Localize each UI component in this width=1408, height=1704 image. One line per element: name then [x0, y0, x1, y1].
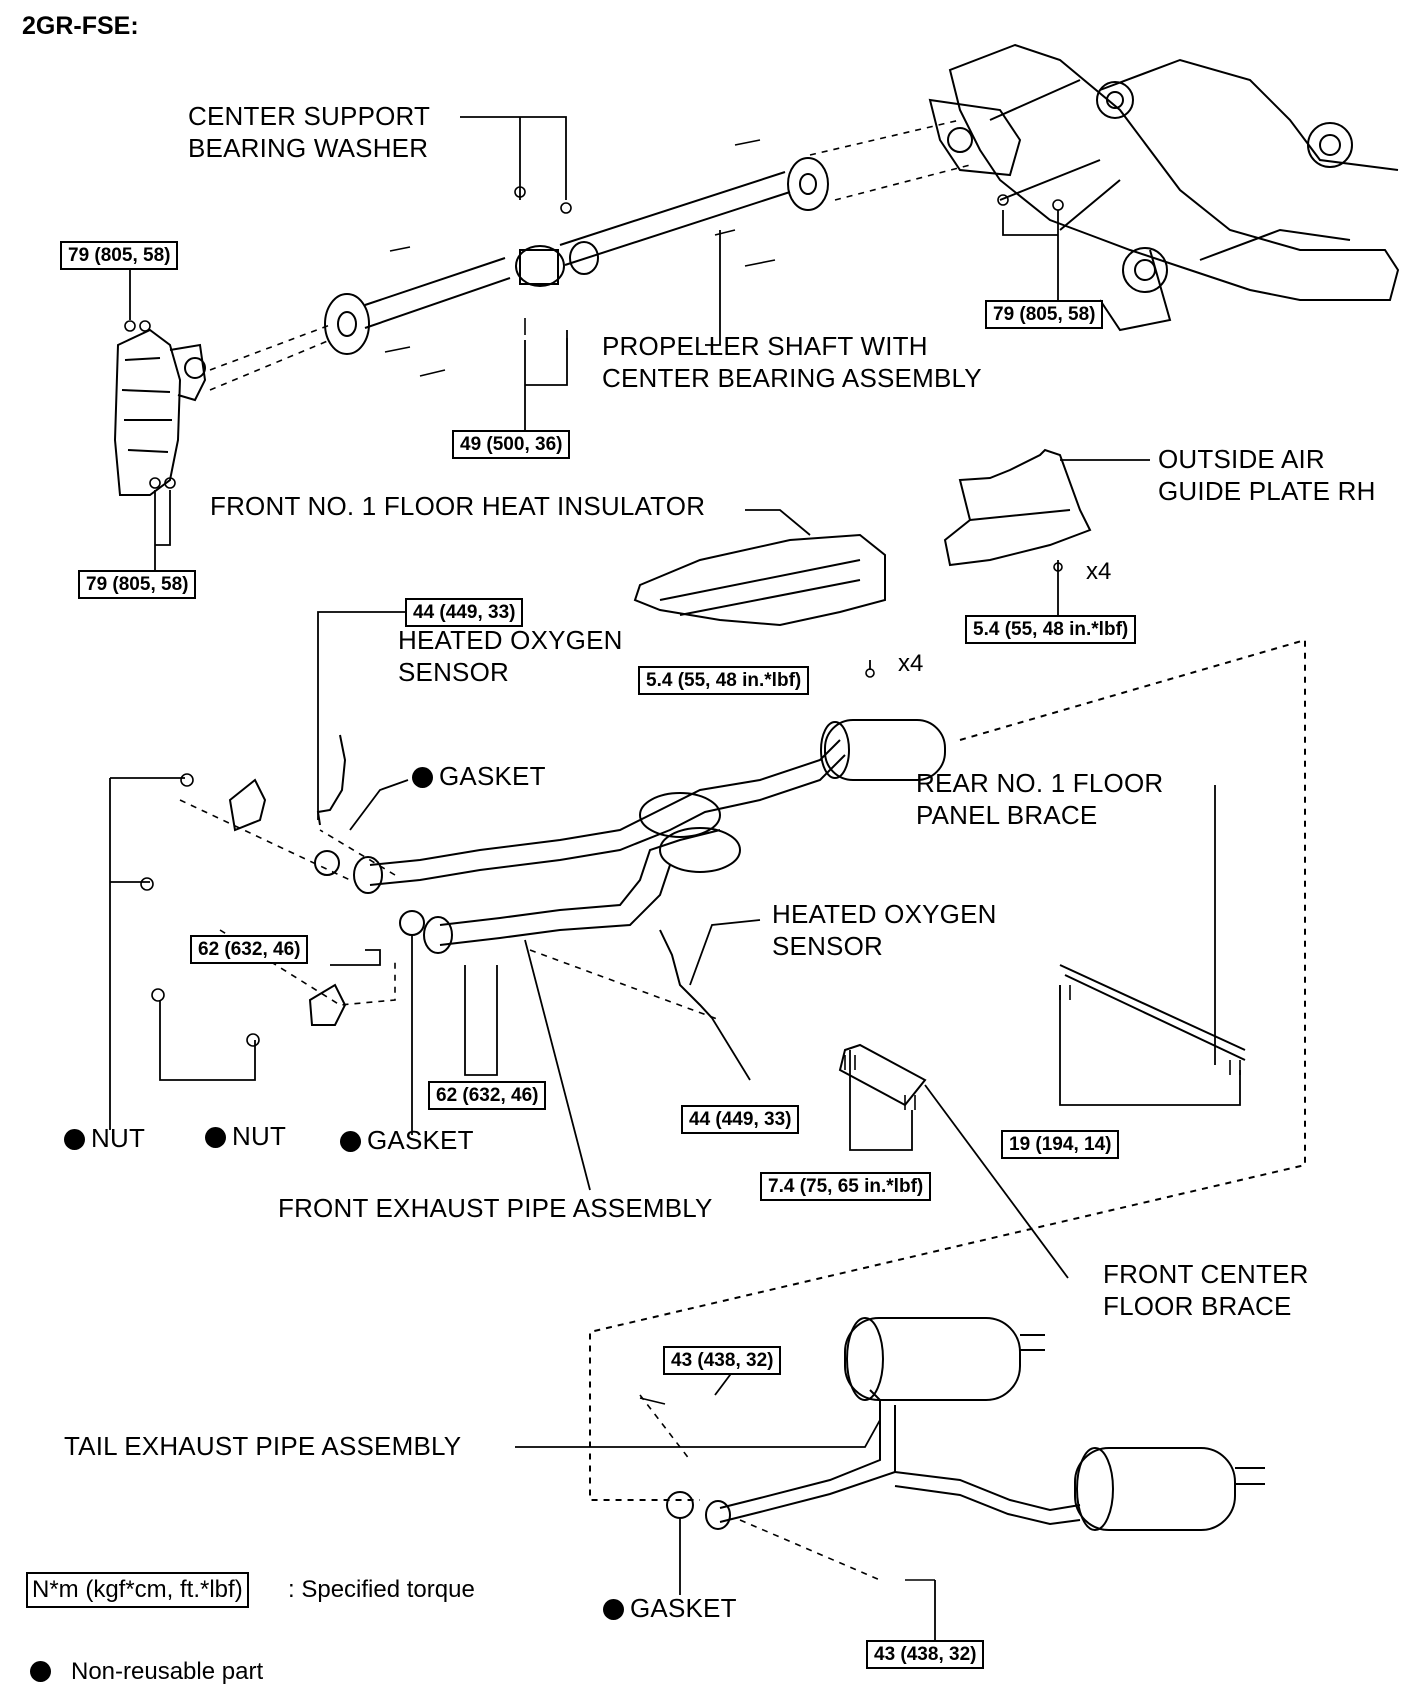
gasket-3-drawing — [666, 1491, 694, 1519]
torque-44-a: 44 (449, 33) — [405, 598, 524, 627]
nonreusable-dot-icon — [64, 1129, 85, 1150]
manifold-flange-2 — [308, 983, 347, 1026]
tail-exhaust-pipe-drawing — [705, 1317, 1265, 1531]
legend-torque-text: : Specified torque — [288, 1576, 475, 1603]
gasket-1-drawing — [314, 850, 340, 876]
outside-air-guide-plate-drawing — [943, 448, 1092, 567]
nonreusable-dot-icon — [412, 767, 433, 788]
nonreusable-dot-icon — [205, 1127, 226, 1148]
gasket-2-drawing — [399, 910, 425, 936]
label-nut-2: NUT — [205, 1120, 286, 1152]
fasteners — [124, 139, 1241, 1581]
rear-floor-panel-brace-drawing — [1059, 964, 1246, 1061]
front-exhaust-pipe-drawing — [353, 719, 946, 954]
torque-54-a: 5.4 (55, 48 in.*lbf) — [638, 666, 810, 695]
label-nut-1: NUT — [64, 1122, 145, 1154]
engine-code-title: 2GR-FSE: — [22, 12, 139, 40]
floor-heat-insulator-drawing — [633, 533, 886, 627]
torque-19: 19 (194, 14) — [1001, 1130, 1120, 1159]
legend-nonreusable: Non-reusable part — [30, 1656, 263, 1688]
label-gasket-2: GASKET — [340, 1124, 474, 1156]
manifold-flange-1 — [228, 778, 267, 832]
front-center-floor-brace-drawing — [838, 1043, 927, 1107]
leader-lines — [109, 116, 1241, 1640]
torque-62-a: 62 (632, 46) — [190, 935, 309, 964]
torque-43-b: 43 (438, 32) — [866, 1640, 985, 1669]
exhaust-boundary-dashed — [589, 638, 1306, 1501]
torque-43-a: 43 (438, 32) — [663, 1346, 782, 1375]
label-gasket-3: GASKET — [603, 1592, 737, 1624]
rear-differential-subframe — [928, 43, 1400, 332]
alignment-lines — [179, 119, 971, 1581]
nonreusable-dot-icon — [603, 1599, 624, 1620]
torque-74: 7.4 (75, 65 in.*lbf) — [760, 1172, 932, 1201]
multiplier-insulator: x4 — [898, 650, 924, 677]
torque-79-b: 79 (805, 58) — [985, 300, 1104, 329]
transmission-housing — [113, 328, 207, 496]
nonreusable-dot-icon — [340, 1131, 361, 1152]
label-tail-exhaust-pipe: TAIL EXHAUST PIPE ASSEMBLY — [64, 1431, 462, 1461]
label-floor-heat-insulator: FRONT NO. 1 FLOOR HEAT INSULATOR — [210, 491, 706, 521]
torque-62-b: 62 (632, 46) — [428, 1081, 547, 1110]
oxygen-sensor-2-drawing — [659, 929, 713, 1019]
label-gasket-1: GASKET — [412, 760, 546, 792]
multiplier-guide-plate: x4 — [1086, 558, 1112, 585]
legend-torque-box: N*m (kgf*cm, ft.*lbf) — [26, 1572, 249, 1608]
torque-49: 49 (500, 36) — [452, 430, 571, 459]
propeller-shaft-drawing — [324, 157, 829, 355]
oxygen-sensor-1-drawing — [316, 734, 347, 826]
torque-54-b: 5.4 (55, 48 in.*lbf) — [965, 615, 1137, 644]
nonreusable-dot-icon — [30, 1661, 51, 1682]
label-front-exhaust-pipe: FRONT EXHAUST PIPE ASSEMBLY — [278, 1193, 713, 1223]
torque-79-c: 79 (805, 58) — [78, 570, 197, 599]
torque-44-b: 44 (449, 33) — [681, 1105, 800, 1134]
torque-79-a: 79 (805, 58) — [60, 241, 179, 270]
